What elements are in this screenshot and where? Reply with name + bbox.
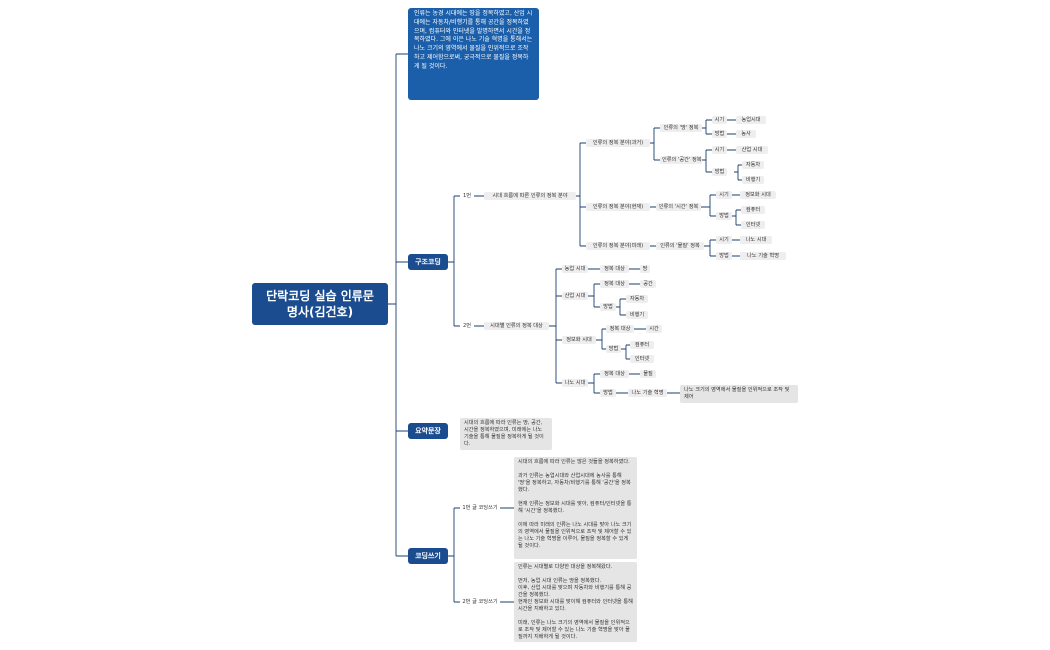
nano-method-label: 방법 xyxy=(600,389,616,397)
future-field-node: 인류의 정복 분야(미래) xyxy=(586,242,650,250)
agri-target-label: 정복 대상 xyxy=(600,265,629,273)
land-era-value: 농업시대 xyxy=(736,116,766,124)
industry-target-label: 정복 대상 xyxy=(600,280,629,288)
agri-era-node: 농업 시대 xyxy=(562,265,588,273)
past-field-node: 인류의 정복 분야(과거) xyxy=(586,139,650,147)
nano-method-value: 나노 기술 혁명 xyxy=(628,389,667,397)
info-target-label: 정복 대상 xyxy=(606,325,634,333)
q1-label: 1번 xyxy=(462,193,472,199)
w1-label: 1번 글 코딩쓰기 xyxy=(462,505,498,511)
w2-label: 2번 글 코딩쓰기 xyxy=(462,599,498,605)
summary-text: 시대의 흐름에 따라 인류는 땅, 공간, 시간을 정복하였으며, 미래에는 나… xyxy=(460,418,552,450)
present-field-node: 인류의 정복 분야(현재) xyxy=(586,203,650,211)
nano-target-label: 정복 대상 xyxy=(600,370,629,378)
time-era-label: 시기 xyxy=(716,191,732,199)
q2-topic: 시대별 인류의 정복 대상 xyxy=(484,322,549,330)
industry-method-car: 자동차 xyxy=(626,295,648,303)
industry-era-node: 산업 시대 xyxy=(562,292,588,300)
matter-era-value: 나노 시대 xyxy=(740,236,772,244)
space-method-label: 방법 xyxy=(712,168,727,176)
structure-coding-node: 구조코딩 xyxy=(408,254,448,270)
time-conquest-node: 인류의 '시간' 정복 xyxy=(656,203,701,211)
nano-target-value: 물질 xyxy=(640,370,656,378)
space-era-value: 산업 시대 xyxy=(736,146,768,154)
land-method-label: 방법 xyxy=(712,130,727,138)
w2-text: 인류는 시대별로 다양한 대상을 정복해왔다. 먼저, 농업 시대 인류는 땅을… xyxy=(514,562,637,642)
writing-node: 코딩쓰기 xyxy=(408,548,448,564)
q2-label: 2번 xyxy=(462,323,472,329)
industry-target-value: 공간 xyxy=(640,280,656,288)
info-method-computer: 컴퓨터 xyxy=(630,341,654,349)
space-method-car: 자동차 xyxy=(742,161,764,169)
land-conquest-node: 인류의 '땅' 정복 xyxy=(660,124,702,132)
matter-era-label: 시기 xyxy=(716,236,732,244)
time-era-value: 정보화 시대 xyxy=(740,191,776,199)
w1-text: 시대의 흐름에 따라 인류는 많은 것들을 정복하였다. 과거 인류는 농업시대… xyxy=(514,457,637,559)
time-method-computer: 컴퓨터 xyxy=(741,206,765,214)
time-method-internet: 인터넷 xyxy=(741,221,765,229)
nano-era-node: 나노 시대 xyxy=(562,379,588,387)
q1-topic: 시대 흐름에 따른 인류의 정복 분야 xyxy=(484,192,576,200)
industry-method-label: 방법 xyxy=(600,303,616,311)
matter-method-label: 방법 xyxy=(716,252,732,260)
matter-conquest-node: 인류의 '물질' 정복 xyxy=(656,242,704,250)
space-method-plane: 비행기 xyxy=(742,176,764,184)
land-era-label: 시기 xyxy=(712,116,727,124)
info-target-value: 시간 xyxy=(646,325,662,333)
land-method-value: 농사 xyxy=(736,130,756,138)
agri-target-value: 땅 xyxy=(640,265,650,273)
industry-method-plane: 비행기 xyxy=(626,311,648,319)
info-era-node: 정보화 시대 xyxy=(562,336,596,344)
matter-method-value: 나노 기술 혁명 xyxy=(740,252,786,260)
space-era-label: 시기 xyxy=(712,146,727,154)
root-node: 단락코딩 실습 인류문 명사(김건호) xyxy=(252,283,388,325)
info-method-internet: 인터넷 xyxy=(630,355,654,363)
time-method-label: 방법 xyxy=(716,212,732,220)
nano-method-detail: 나노 크기의 영역에서 물질을 인위적으로 조작 및 제어 xyxy=(680,385,798,403)
summary-node: 요약문장 xyxy=(408,423,448,439)
intro-paragraph-node: 인류는 농경 시대에는 땅을 정복하였고, 산업 시대에는 자동차/비행기를 통… xyxy=(408,8,539,100)
space-conquest-node: 인류의 '공간' 정복 xyxy=(660,156,702,164)
info-method-label: 방법 xyxy=(606,345,621,353)
